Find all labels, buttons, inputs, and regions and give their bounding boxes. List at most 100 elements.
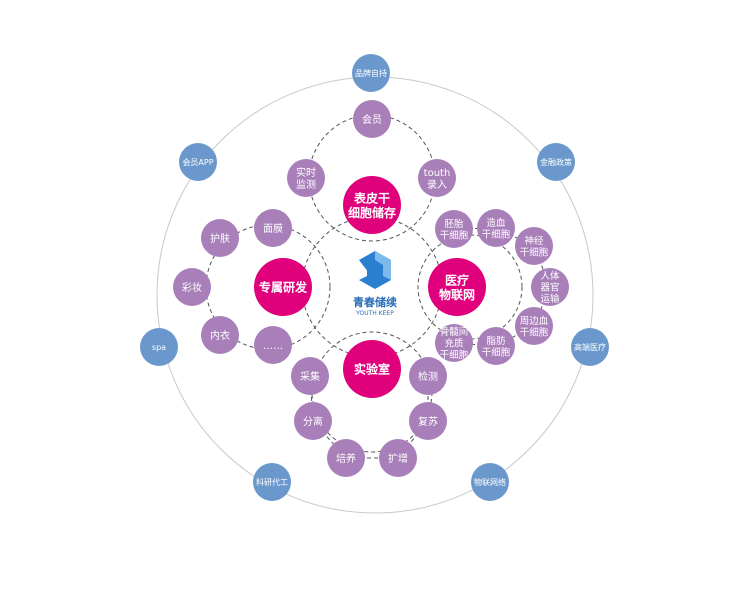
node-circle: [343, 340, 401, 398]
node-circle: [201, 316, 239, 354]
node-circle: [418, 159, 456, 197]
node-label: 会员: [362, 113, 382, 126]
logo-text-en: YOUTH KEEP: [355, 310, 394, 317]
node-label: ……: [263, 341, 283, 352]
logo-text-cn: 青春储续: [353, 295, 397, 309]
node-label: 物联网络: [474, 477, 506, 487]
lab-node-1: 分离: [294, 402, 332, 440]
node-label: 采集: [300, 370, 320, 383]
node-label: 扩增: [388, 452, 408, 465]
node-circle: [253, 463, 291, 501]
node-label: 科研代工: [256, 477, 288, 487]
outer-node-0: 品牌自持: [352, 54, 390, 92]
node-label: 干细胞: [482, 228, 511, 240]
node-circle: [515, 307, 553, 345]
storage-node-0: 会员: [353, 100, 391, 138]
iot-ring: [417, 234, 523, 340]
node-label: 物联网: [439, 287, 475, 302]
node-label: 干细胞: [520, 326, 549, 338]
node-circle: [477, 327, 515, 365]
node-label: 护肤: [210, 232, 230, 245]
node-label: 造血: [486, 217, 506, 229]
outer-node-4: 高端医疗: [571, 328, 609, 366]
node-label: 骨髓间: [440, 326, 469, 338]
node-label: 复苏: [418, 415, 438, 428]
node-label: 神经: [524, 235, 544, 247]
node-circle: [254, 258, 312, 316]
node-circle: [471, 463, 509, 501]
lab-node-2: 培养: [327, 439, 365, 477]
rnd-node-0: 面膜: [254, 209, 292, 247]
outer-node-2: 金融政策: [537, 143, 575, 181]
outer-node-1: 会员APP: [179, 143, 217, 181]
node-label: 培养: [336, 452, 356, 465]
node-label: 监测: [296, 178, 316, 191]
rnd-node-2: 彩妆: [173, 268, 211, 306]
node-circle: [428, 258, 486, 316]
node-label: 金融政策: [540, 157, 572, 167]
node-circle: [254, 326, 292, 364]
outer-ring: [156, 76, 594, 514]
node-circle: [352, 54, 390, 92]
node-circle: [179, 143, 217, 181]
node-label: 分离: [303, 415, 323, 428]
hub-3: 实验室: [343, 340, 401, 398]
node-circle: [515, 227, 553, 265]
node-label: 表皮干: [353, 190, 390, 205]
node-circle: [140, 328, 178, 366]
node-label: 内衣: [210, 329, 230, 342]
node-circle: [379, 439, 417, 477]
node-circle: [254, 209, 292, 247]
node-circle: [409, 357, 447, 395]
node-label: 运输: [540, 293, 560, 305]
node-circle: [435, 210, 473, 248]
node-label: 器官: [540, 282, 559, 294]
rnd-node-3: 内衣: [201, 316, 239, 354]
node-label: 干细胞: [440, 349, 469, 361]
node-circle: [343, 176, 401, 234]
node-circle: [531, 268, 569, 306]
lab-node-5: 检测: [409, 357, 447, 395]
node-circle: [294, 402, 332, 440]
rnd-node-4: ……: [254, 326, 292, 364]
lab-node-4: 复苏: [409, 402, 447, 440]
node-label: 胚胎: [444, 218, 464, 230]
hub-1: 专属研发: [254, 258, 312, 316]
node-circle: [327, 439, 365, 477]
node-label: 人体: [540, 270, 560, 282]
node-label: 干细胞: [520, 246, 549, 258]
node-circle: [435, 324, 473, 362]
node-label: 周边血: [520, 315, 549, 327]
node-label: 录入: [427, 179, 447, 191]
node-label: 医疗: [445, 272, 469, 287]
node-circle: [537, 143, 575, 181]
outer-node-5: 科研代工: [253, 463, 291, 501]
outer-node-3: spa: [140, 328, 178, 366]
node-label: 彩妆: [182, 281, 202, 294]
node-label: 专属研发: [259, 280, 308, 295]
center-logo: 青春储续 YOUTH KEEP: [353, 251, 397, 317]
node-circle: [353, 100, 391, 138]
rnd-node-1: 护肤: [201, 219, 239, 257]
outer-node-6: 物联网络: [471, 463, 509, 501]
node-circle: [201, 219, 239, 257]
node-label: 实时: [296, 166, 316, 179]
node-label: 实验室: [354, 362, 390, 377]
node-circle: [291, 357, 329, 395]
node-circle: [477, 209, 515, 247]
node-label: 高端医疗: [574, 342, 606, 352]
node-label: 检测: [418, 370, 438, 383]
node-circle: [173, 268, 211, 306]
node-label: 细胞储存: [348, 205, 396, 220]
node-label: 品牌自持: [355, 68, 387, 78]
node-label: 面膜: [263, 223, 283, 235]
